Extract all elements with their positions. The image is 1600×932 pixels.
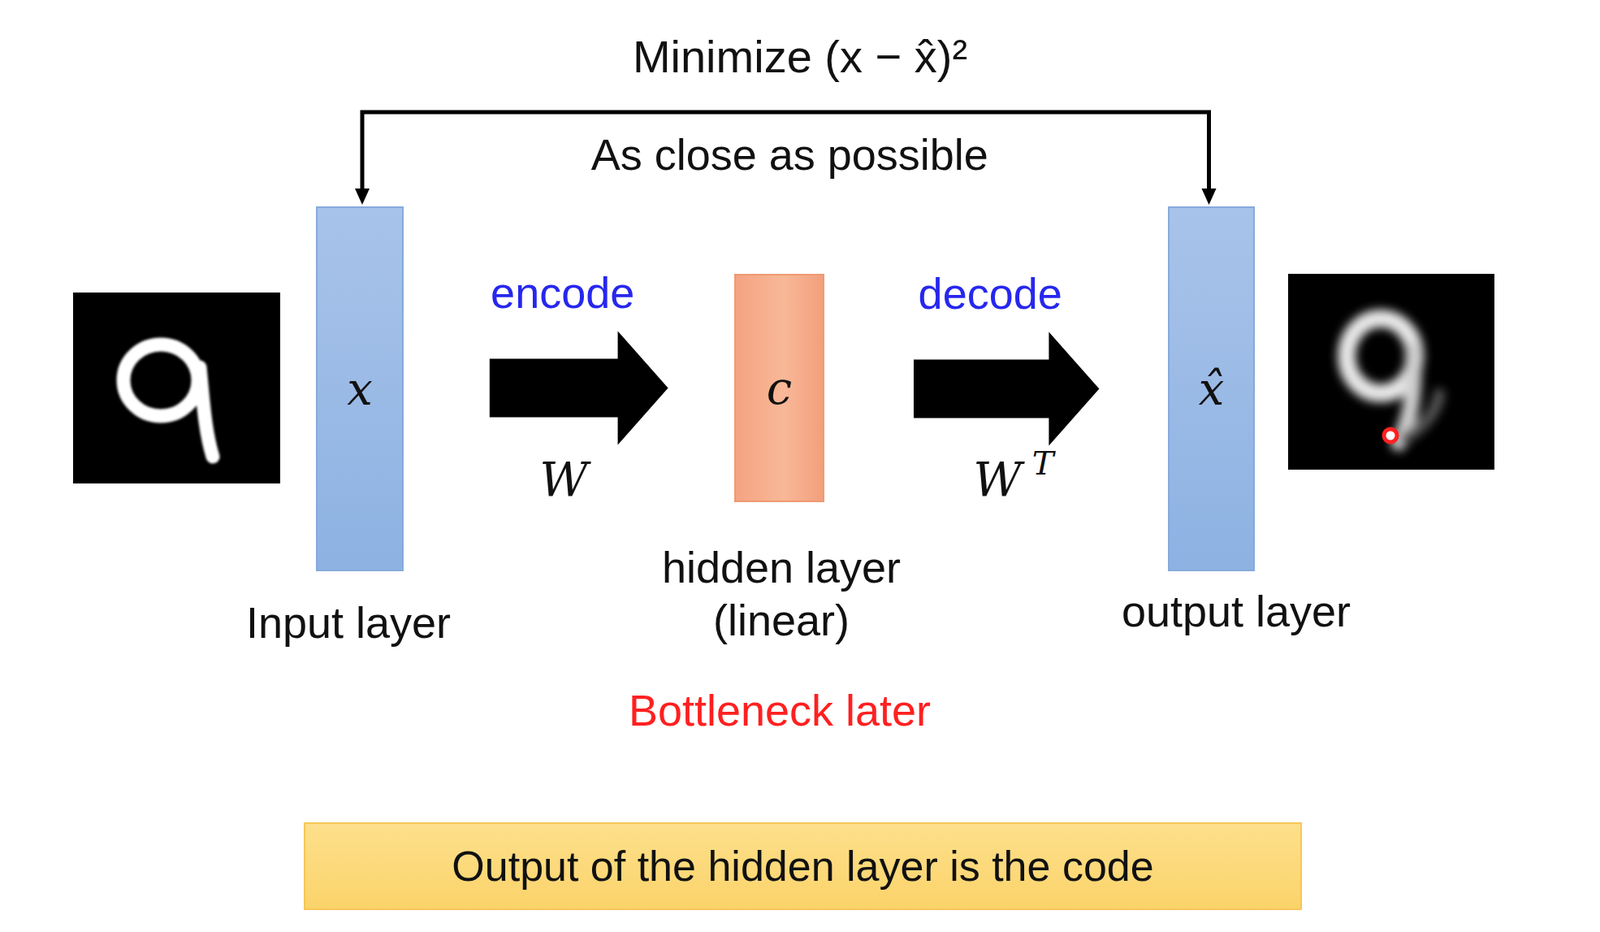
input-digit-image <box>73 292 281 484</box>
transpose-superscript: T <box>1032 443 1055 483</box>
highlight-dot <box>1383 428 1397 442</box>
output-digit-nine <box>1346 318 1440 443</box>
edge-label: decode <box>918 267 1063 320</box>
connector <box>913 332 1099 446</box>
input-symbol: x <box>346 361 373 416</box>
diagram-title: Minimize (x − x̂)² <box>632 29 968 84</box>
edge-label: encode <box>490 266 635 320</box>
hidden-layer-box: chidden layer (linear) <box>734 273 825 502</box>
bracket-line <box>362 112 1210 191</box>
connector <box>354 112 1217 205</box>
edge-label: As close as possible <box>591 128 989 182</box>
input-digit-nine <box>123 344 213 457</box>
code-banner: Output of the hidden layer is the code <box>303 821 1302 910</box>
weight-symbol: W <box>539 451 589 509</box>
weight-symbol: W <box>972 451 1022 509</box>
hidden-layer-label: hidden layer (linear) <box>610 540 952 647</box>
input-layer-label: Input layer <box>246 596 451 649</box>
connector <box>489 331 669 446</box>
block-arrow <box>913 332 1099 446</box>
banner-text: Output of the hidden layer is the code <box>451 840 1154 891</box>
input-layer-box: xInput layer <box>315 206 404 571</box>
output-symbol: x̂ <box>1198 361 1225 416</box>
bottleneck-note: Bottleneck later <box>628 683 931 737</box>
output-layer-box: x̂output layer <box>1167 206 1255 571</box>
output-digit-image <box>1288 273 1495 470</box>
code-symbol: c <box>766 360 792 416</box>
arrowhead <box>354 188 370 205</box>
output-layer-label: output layer <box>1121 584 1351 638</box>
arrowhead <box>1202 188 1217 205</box>
block-arrow <box>489 331 669 446</box>
